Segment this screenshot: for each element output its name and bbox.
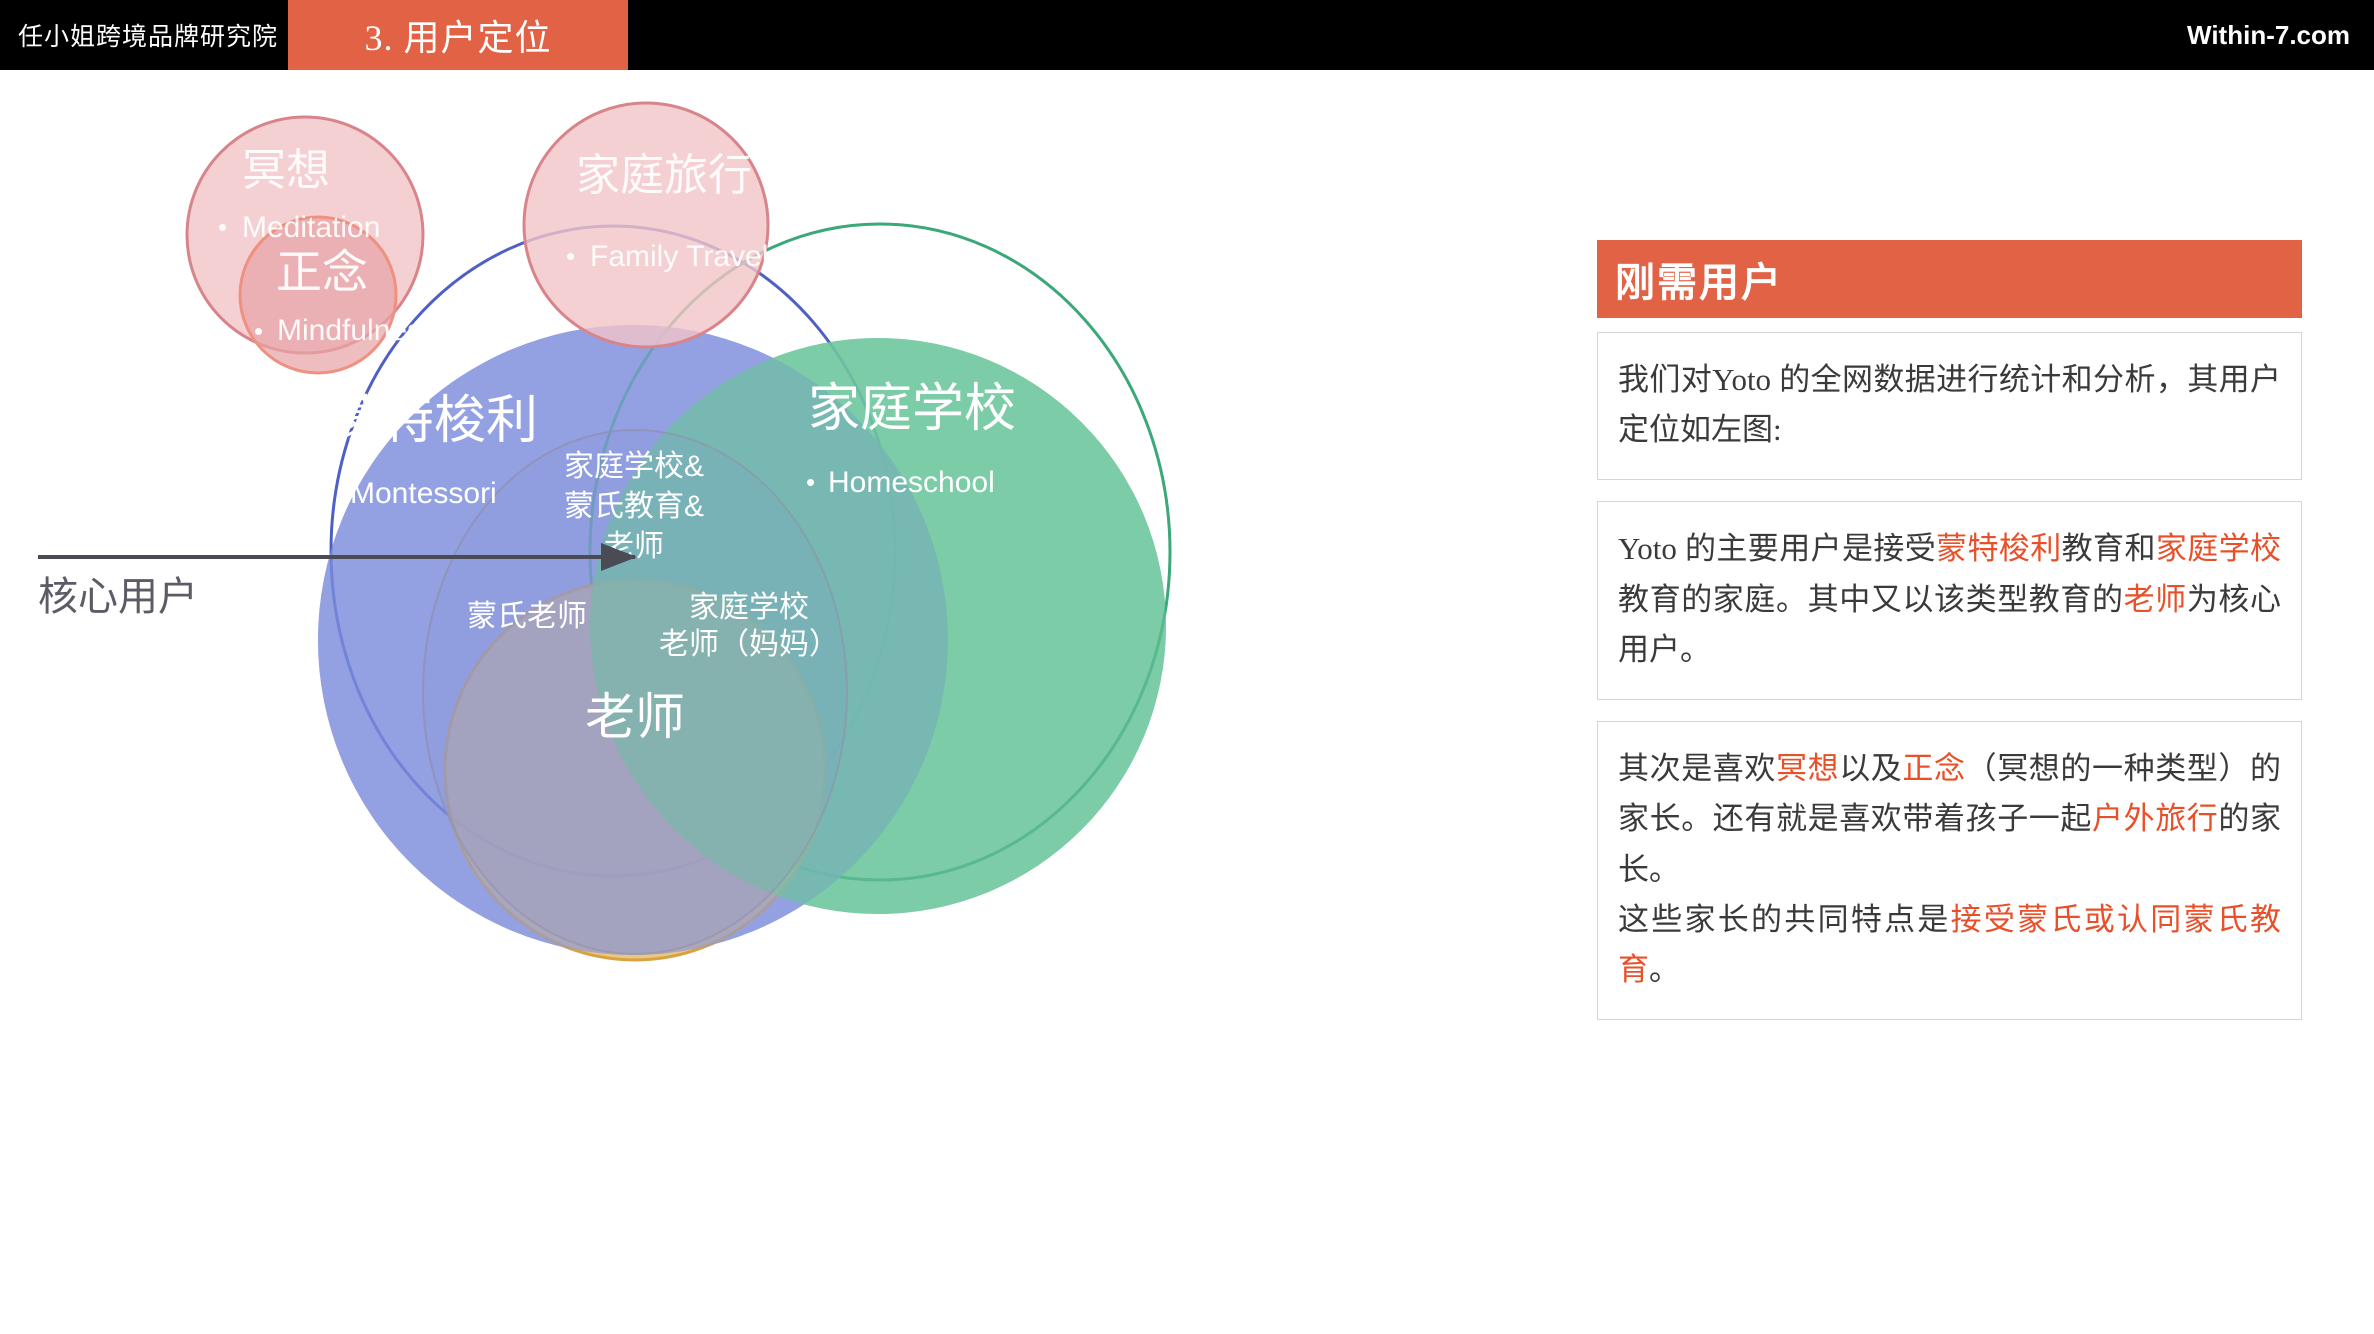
info-card-1: 我们对Yoto 的全网数据进行统计和分析，其用户定位如左图:	[1597, 332, 2302, 481]
label-meditation-en: Meditation	[242, 211, 380, 244]
circle-mindfulness	[238, 215, 398, 375]
label-family-travel-bullet: •	[566, 241, 575, 271]
body-text: 其次是喜欢	[1618, 751, 1776, 787]
body-text: 教育和	[2061, 531, 2156, 567]
venn-diagram: 冥想 • Meditation 正念 • Mindfulness 家庭旅行 • …	[38, 95, 1181, 966]
highlighted-text: 老师	[2123, 581, 2187, 617]
site-name: Within-7.com	[2187, 19, 2350, 50]
label-meditation-bullet: •	[218, 212, 227, 242]
highlighted-text: 蒙特梭利	[1936, 531, 2062, 567]
highlighted-text: 户外旅行	[2092, 801, 2219, 837]
label-montessori-zh: 蒙特梭利	[330, 393, 538, 450]
label-family-travel-en: Family Travel	[590, 240, 768, 273]
info-card-3: 其次是喜欢冥想以及正念（冥想的一种类型）的家长。还有就是喜欢带着孩子一起户外旅行…	[1597, 721, 2302, 1021]
chapter-tab-label: 3. 用户定位	[364, 18, 552, 58]
label-montessori-en: Montessori	[350, 477, 497, 510]
brand-label: 任小姐跨境品牌研究院	[18, 24, 279, 51]
label-homeschool-en: Homeschool	[828, 466, 995, 499]
highlighted-text: 正念	[1902, 751, 1966, 787]
body-text: 为核心用户。	[1618, 581, 2282, 667]
body-text: 这些家长的共同特点是	[1618, 901, 1951, 937]
right-panel: 刚需用户 我们对Yoto 的全网数据进行统计和分析，其用户定位如左图: Yoto…	[1597, 240, 2302, 1021]
highlighted-text: 接受蒙氏或认同蒙氏教育	[1618, 901, 2282, 987]
body-text: 以及	[1839, 751, 1903, 787]
label-homeschool-bullet: •	[806, 467, 815, 497]
venn-overlay	[318, 325, 1166, 955]
body-text: Yoto 的主要用户是接受	[1618, 531, 1937, 567]
label-teacher-zh: 老师	[585, 689, 685, 745]
body-text: （冥想的一种类型）的家长。还有就是喜欢带着孩子一起	[1618, 751, 2282, 837]
label-homeschool-teacher-line1: 家庭学校	[689, 591, 809, 624]
chapter-tab[interactable]: 3. 用户定位	[288, 0, 628, 70]
panel-title: 刚需用户	[1615, 260, 1783, 305]
label-core-line1: 家庭学校&	[564, 450, 704, 483]
label-homeschool-zh: 家庭学校	[808, 381, 1016, 438]
panel-header: 刚需用户	[1597, 240, 2302, 318]
label-mindfulness-zh: 正念	[276, 247, 368, 298]
label-meditation-zh: 冥想	[242, 146, 330, 195]
top-bar: 任小姐跨境品牌研究院 3. 用户定位 Within-7.com	[0, 0, 2374, 70]
highlighted-text: 家庭学校	[2155, 531, 2282, 567]
label-family-travel-zh: 家庭旅行	[576, 151, 752, 200]
label-homeschool-teacher-line2: 老师（妈妈）	[659, 628, 839, 661]
body-text: 我们对Yoto 的全网数据进行统计和分析，其用户定位如左图:	[1618, 362, 2281, 448]
label-montessori-bullet: •	[324, 478, 333, 508]
label-mindfulness-bullet: •	[254, 316, 263, 346]
circle-family-travel	[522, 101, 770, 349]
label-core-line2: 蒙氏教育&	[564, 490, 704, 523]
highlighted-text: 冥想	[1776, 751, 1840, 787]
label-montessori-teacher: 蒙氏老师	[467, 600, 587, 633]
info-card-2: Yoto 的主要用户是接受蒙特梭利教育和家庭学校教育的家庭。其中又以该类型教育的…	[1597, 501, 2302, 701]
body-text: 的家长。	[1618, 801, 2282, 887]
core-user-label: 核心用户	[38, 574, 198, 619]
label-mindfulness-en: Mindfulness	[277, 314, 437, 347]
body-text: 教育的家庭。其中又以该类型教育的	[1618, 581, 2124, 617]
body-text: 。	[1649, 951, 1680, 987]
